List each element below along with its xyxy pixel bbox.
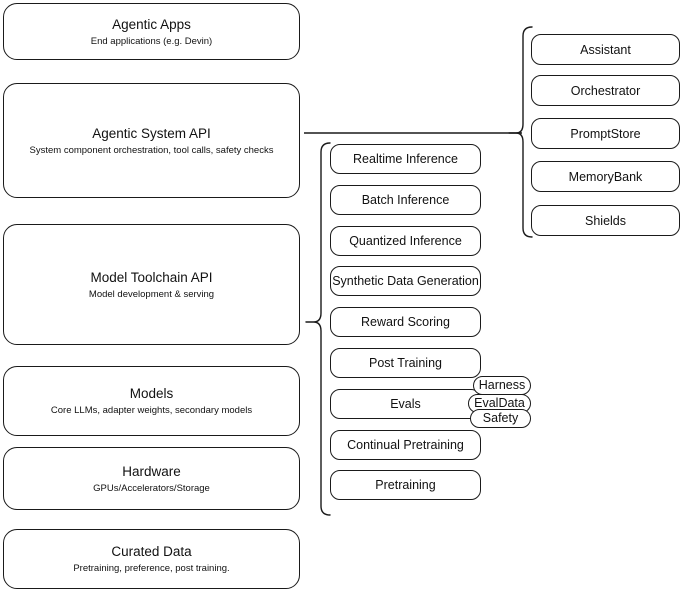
stack-layer-subtitle: Core LLMs, adapter weights, secondary mo… bbox=[50, 405, 253, 416]
system-components-brace-icon bbox=[508, 26, 533, 238]
toolchain-item-label: Reward Scoring bbox=[361, 315, 450, 329]
system-component-shields[interactable]: Shields bbox=[531, 205, 680, 236]
toolchain-item-label: Synthetic Data Generation bbox=[332, 274, 479, 288]
toolchain-item-reward-scoring[interactable]: Reward Scoring bbox=[330, 307, 481, 337]
stack-layer-subtitle: End applications (e.g. Devin) bbox=[90, 35, 213, 47]
stack-layer-title: Models bbox=[129, 386, 174, 401]
system-component-assistant[interactable]: Assistant bbox=[531, 34, 680, 65]
stack-layer-subtitle: System component orchestration, tool cal… bbox=[29, 144, 274, 156]
toolchain-item-realtime-inference[interactable]: Realtime Inference bbox=[330, 144, 481, 174]
stack-layer-subtitle: Pretraining, preference, post training. bbox=[73, 563, 230, 574]
evals-tag-safety[interactable]: Safety bbox=[470, 409, 531, 428]
toolchain-item-label: Evals bbox=[390, 397, 421, 411]
system-component-label: MemoryBank bbox=[568, 169, 643, 184]
toolchain-item-quantized-inference[interactable]: Quantized Inference bbox=[330, 226, 481, 256]
stack-layer-title: Hardware bbox=[122, 463, 181, 479]
toolchain-item-label: Post Training bbox=[369, 356, 442, 370]
stack-layer-title: Curated Data bbox=[111, 544, 192, 559]
toolchain-item-label: Continual Pretraining bbox=[347, 438, 464, 452]
toolchain-item-batch-inference[interactable]: Batch Inference bbox=[330, 185, 481, 215]
toolchain-item-synthetic-data-generation[interactable]: Synthetic Data Generation bbox=[330, 266, 481, 296]
stack-layer-title: Agentic Apps bbox=[112, 16, 191, 32]
evals-tag-label: Safety bbox=[482, 411, 519, 425]
evals-tag-harness[interactable]: Harness bbox=[473, 376, 531, 395]
toolchain-item-label: Quantized Inference bbox=[349, 234, 462, 248]
stack-layer-agentic-system-api[interactable]: Agentic System API System component orche… bbox=[3, 83, 300, 198]
system-component-label: Shields bbox=[585, 213, 626, 228]
toolchain-item-pretraining[interactable]: Pretraining bbox=[330, 470, 481, 500]
evals-tag-label: EvalData bbox=[474, 396, 525, 410]
system-component-label: Orchestrator bbox=[570, 83, 641, 98]
toolchain-item-evals[interactable]: Evals bbox=[330, 389, 481, 419]
stack-layer-title: Model Toolchain API bbox=[90, 269, 213, 285]
evals-tag-label: Harness bbox=[478, 378, 526, 392]
stack-layer-title: Agentic System API bbox=[92, 125, 211, 141]
toolchain-item-label: Batch Inference bbox=[361, 193, 450, 207]
system-component-label: PromptStore bbox=[570, 126, 641, 141]
toolchain-item-label: Realtime Inference bbox=[353, 152, 458, 166]
toolchain-item-post-training[interactable]: Post Training bbox=[330, 348, 481, 378]
stack-layer-subtitle: Model development & serving bbox=[88, 288, 215, 300]
system-component-promptstore[interactable]: PromptStore bbox=[531, 118, 680, 149]
toolchain-item-label: Pretraining bbox=[375, 478, 436, 492]
system-component-orchestrator[interactable]: Orchestrator bbox=[531, 75, 680, 106]
system-component-label: Assistant bbox=[580, 42, 631, 57]
stack-layer-subtitle: GPUs/Accelerators/Storage bbox=[93, 482, 210, 494]
system-component-memorybank[interactable]: MemoryBank bbox=[531, 161, 680, 192]
toolchain-brace-icon bbox=[305, 142, 331, 516]
stack-layer-model-toolchain-api[interactable]: Model Toolchain API Model development & s… bbox=[3, 224, 300, 345]
toolchain-item-continual-pretraining[interactable]: Continual Pretraining bbox=[330, 430, 481, 460]
